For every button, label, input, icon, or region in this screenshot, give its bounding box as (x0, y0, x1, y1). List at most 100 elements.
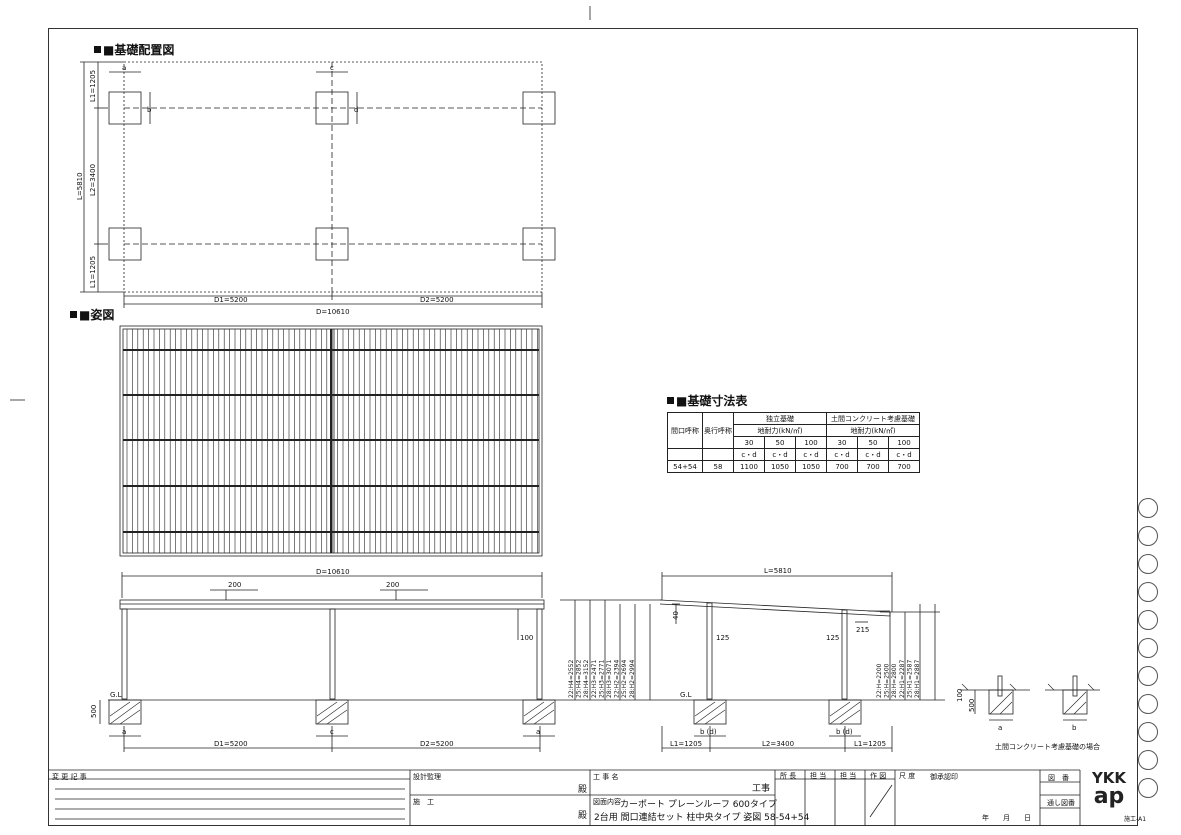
title-block (48, 769, 1081, 826)
dim-125b: 125 (826, 634, 839, 642)
footing-pad (522, 91, 556, 125)
dim-label-d: d (354, 106, 358, 114)
th-cd: c・d (826, 448, 858, 461)
th-bearing1: 地耐力(kN/㎡) (733, 424, 827, 437)
table-row: 54+54 58 1100 1050 1050 700 700 700 (667, 460, 920, 473)
height-label: 22:H1=2287 (899, 660, 906, 698)
dim-D2-elev: D2=5200 (420, 740, 454, 748)
serial-label: 通し図番 (1047, 799, 1075, 807)
gl-label: G.L (110, 691, 122, 699)
margin-circle (1138, 750, 1158, 770)
footing-pad (315, 91, 349, 125)
footing-pad (108, 91, 142, 125)
honorific-1: 殿 (578, 785, 588, 795)
dim-500-detail: 500 (968, 699, 976, 712)
sheet-code: 施工-A1 (1124, 816, 1147, 823)
th-cd: c・d (857, 448, 889, 461)
dim-a-detail: a (998, 724, 1002, 732)
height-label: 25:H=2500 (884, 663, 891, 698)
th-group1: 独立基礎 (733, 412, 827, 425)
date-field: 年 月 日 (982, 814, 1031, 822)
section-heading-table: ■基礎寸法表 (667, 392, 747, 409)
margin-circle (1138, 526, 1158, 546)
approval-col-4: 作 図 (870, 772, 887, 780)
drawing-no-label: 図 番 (1048, 774, 1069, 782)
height-label: 25:H1=2587 (906, 660, 913, 698)
height-label: 22:H3=2471 (591, 660, 598, 698)
cell-value: 700 (826, 460, 858, 473)
side-elevation (560, 572, 945, 752)
margin-circle (1138, 666, 1158, 686)
th-load: 30 (826, 436, 858, 449)
dim-L1-right: L1=1205 (854, 740, 886, 748)
th-load: 30 (733, 436, 765, 449)
drawing-title-line1: カーポート プレーンルーフ 600タイプ (620, 800, 777, 810)
dim-125a: 125 (716, 634, 729, 642)
footing-pad (522, 227, 556, 261)
dim-label-b: b (147, 106, 152, 114)
dim-label-c: c (330, 64, 334, 72)
approval-col-5: 尺 度 (899, 772, 916, 780)
dim-215: 215 (856, 626, 869, 634)
th-frontage: 間口呼称 (667, 412, 703, 449)
height-label: 28:H4=3152 (583, 660, 590, 698)
margin-circle (1138, 694, 1158, 714)
margin-circle (1138, 554, 1158, 574)
height-label: 28:H3=3071 (606, 660, 613, 698)
dim-100-detail: 100 (956, 689, 964, 702)
height-label: 22:H2=2394 (614, 660, 621, 698)
dim-label-a: a (122, 64, 126, 72)
dim-bd-right: b (d) (836, 728, 853, 736)
design-supervision-label: 設計監理 (413, 773, 441, 781)
height-label: 22:H4=2552 (568, 660, 575, 698)
cell-depth: 58 (702, 460, 734, 473)
height-label: 28:H2=2994 (629, 660, 636, 698)
dim-a-left: a (122, 728, 126, 736)
dim-L-total-side: L=5810 (764, 567, 792, 575)
th-group2: 土間コンクリート考慮基礎 (826, 412, 920, 425)
footing-detail (960, 675, 1100, 721)
construction-label: 施 工 (413, 798, 434, 806)
dim-D2: D2=5200 (420, 296, 454, 304)
dim-L2-side: L2=3400 (762, 740, 794, 748)
detail-caption: 土間コンクリート考慮基礎の場合 (995, 742, 1100, 751)
margin-circle (1138, 722, 1158, 742)
dim-L1-left: L1=1205 (670, 740, 702, 748)
front-elevation (99, 572, 560, 752)
dim-200b: 200 (386, 581, 399, 589)
cell-value: 700 (857, 460, 889, 473)
dim-D-total-elev: D=10610 (316, 568, 350, 576)
dim-L2: L2=3400 (89, 164, 97, 196)
drawing-frame (48, 28, 1138, 826)
margin-circle (1138, 498, 1158, 518)
approval-col-3: 担 当 (840, 772, 857, 780)
th-cd: c・d (764, 448, 796, 461)
footing-pad (315, 227, 349, 261)
dim-L-total: L=5810 (76, 172, 84, 200)
dim-a-right: a (536, 728, 540, 736)
margin-circle (1138, 778, 1158, 798)
empty-cell (667, 448, 703, 461)
change-record-label: 変 更 記 事 (52, 773, 87, 781)
approval-col-1: 所 長 (780, 772, 797, 780)
th-cd: c・d (888, 448, 920, 461)
dim-40: 40 (672, 611, 680, 620)
th-load: 50 (857, 436, 889, 449)
approval-col-2: 担 当 (810, 772, 827, 780)
dim-200a: 200 (228, 581, 241, 589)
cell-value: 1050 (795, 460, 827, 473)
height-label: 22:H=2200 (876, 663, 883, 698)
section-heading-view: ■姿図 (70, 306, 114, 323)
cell-value: 1100 (733, 460, 765, 473)
th-bearing2: 地耐力(kN/㎡) (826, 424, 920, 437)
th-load: 50 (764, 436, 796, 449)
th-load: 100 (795, 436, 827, 449)
dim-D1: D1=5200 (214, 296, 248, 304)
footing-pad (108, 227, 142, 261)
gl-label-side: G.L (680, 691, 692, 699)
dim-bd-left: b (d) (700, 728, 717, 736)
foundation-plan (80, 61, 556, 308)
foundation-dimension-table: 間口呼称 奥行呼称 独立基礎 土間コンクリート考慮基礎 地耐力(kN/㎡) 地耐… (667, 412, 920, 473)
height-label: 25:H2=2694 (621, 660, 628, 698)
